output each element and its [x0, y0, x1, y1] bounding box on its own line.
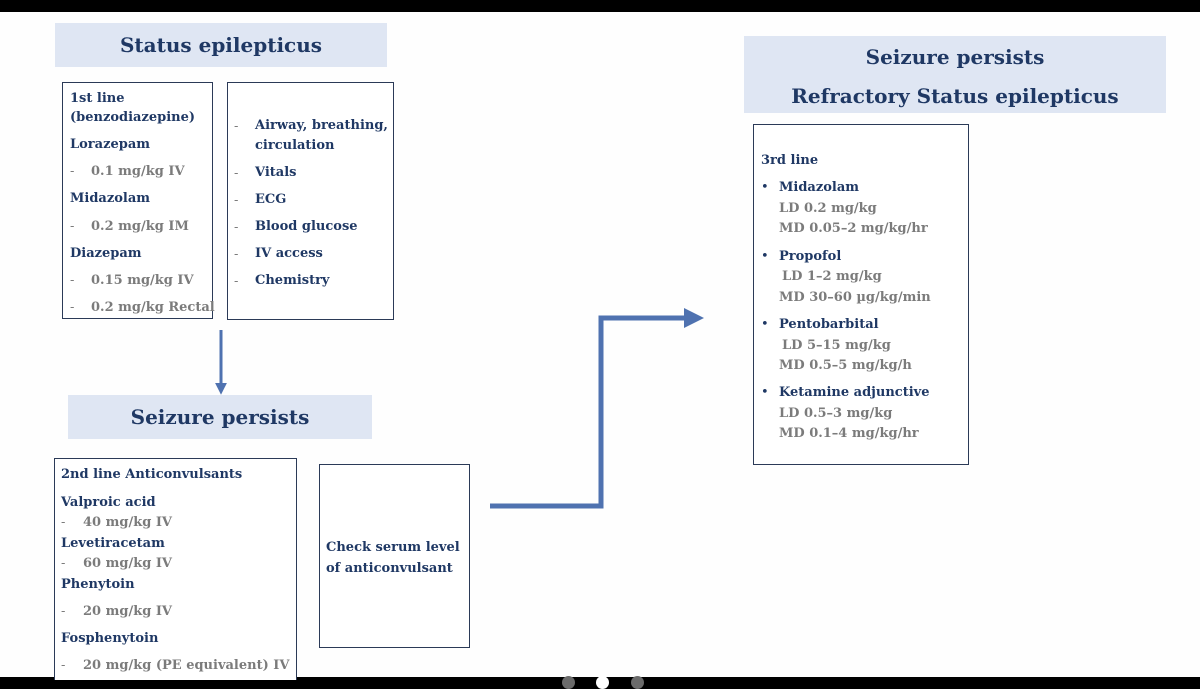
dash-marker: - — [234, 166, 239, 181]
drug-dose: 60 mg/kg IV — [83, 556, 173, 571]
bullet-marker: • — [761, 317, 769, 332]
check-serum-line-1: Check serum level — [326, 540, 460, 555]
loading-dose: LD 5–15 mg/kg — [782, 338, 891, 353]
slide-dot[interactable] — [631, 676, 644, 689]
drug-dose: 0.2 mg/kg IM — [91, 219, 189, 234]
dash-marker: - — [70, 164, 75, 179]
support-item: Blood glucose — [255, 219, 358, 234]
drug-dose: 20 mg/kg (PE equivalent) IV — [83, 658, 290, 673]
dash-marker: - — [61, 556, 66, 571]
drug-name: Ketamine adjunctive — [779, 385, 930, 400]
first-line-box: 1st line (benzodiazepine) Lorazepam - 0.… — [62, 82, 215, 319]
dash-marker: - — [234, 247, 239, 262]
arrows-layer — [215, 308, 704, 509]
dash-marker: - — [234, 119, 239, 134]
dash-marker: - — [61, 515, 66, 530]
dash-marker: - — [234, 274, 239, 289]
refractory-title-line-2: Refractory Status epilepticus — [791, 84, 1119, 108]
support-item: ECG — [255, 192, 287, 207]
check-serum-line-2: of anticonvulsant — [326, 561, 453, 576]
first-line-heading: 1st line — [70, 91, 125, 106]
drug-name: Diazepam — [70, 246, 142, 261]
seizure-persists-header: Seizure persists — [68, 395, 372, 439]
drug-dose: 20 mg/kg IV — [83, 604, 173, 619]
check-serum-box: Check serum level of anticonvulsant — [319, 464, 470, 648]
maintenance-dose: MD 0.1–4 mg/kg/hr — [779, 426, 919, 441]
slide-dot-active[interactable] — [596, 676, 609, 689]
drug-name: Lorazepam — [70, 137, 151, 152]
dash-marker: - — [61, 604, 66, 619]
bullet-marker: • — [761, 385, 769, 400]
second-line-heading: 2nd line Anticonvulsants — [61, 467, 243, 482]
supportive-care-box: - Airway, breathing, circulation - Vital… — [227, 82, 394, 320]
drug-dose: 40 mg/kg IV — [83, 515, 173, 530]
first-line-subheading: (benzodiazepine) — [70, 110, 196, 125]
support-item: Airway, breathing, — [255, 118, 388, 133]
drug-name: Midazolam — [70, 191, 151, 206]
dash-marker: - — [70, 273, 75, 288]
status-epilepticus-title: Status epilepticus — [119, 33, 323, 57]
third-line-heading: 3rd line — [761, 153, 819, 168]
dash-marker: - — [70, 300, 75, 315]
support-item: Chemistry — [255, 273, 330, 288]
maintenance-dose: MD 30–60 µg/kg/min — [779, 290, 931, 305]
third-line-box: 3rd line • Midazolam LD 0.2 mg/kg MD 0.0… — [753, 124, 969, 465]
dash-marker: - — [61, 658, 66, 673]
drug-dose: 0.2 mg/kg Rectal — [91, 300, 215, 315]
drug-name: Fosphenytoin — [61, 631, 159, 646]
bullet-marker: • — [761, 180, 769, 195]
support-item: Vitals — [255, 165, 297, 180]
support-item: IV access — [255, 246, 323, 261]
slide: Status epilepticus 1st line (benzodiazep… — [0, 12, 1200, 680]
second-line-box: 2nd line Anticonvulsants Valproic acid -… — [54, 458, 297, 680]
drug-dose: 0.1 mg/kg IV — [91, 164, 185, 179]
dash-marker: - — [234, 220, 239, 235]
seizure-persists-title: Seizure persists — [130, 405, 310, 429]
bullet-marker: • — [761, 249, 769, 264]
loading-dose: LD 1–2 mg/kg — [782, 269, 882, 284]
drug-name: Midazolam — [779, 180, 860, 195]
drug-name: Levetiracetam — [61, 536, 165, 551]
drug-dose: 0.15 mg/kg IV — [91, 273, 194, 288]
drug-name: Phenytoin — [61, 577, 135, 592]
dash-marker: - — [234, 193, 239, 208]
loading-dose: LD 0.2 mg/kg — [779, 201, 877, 216]
drug-name: Valproic acid — [61, 495, 156, 510]
status-epilepticus-header: Status epilepticus — [55, 23, 387, 67]
slide-dot[interactable] — [562, 676, 575, 689]
loading-dose: LD 0.5–3 mg/kg — [779, 406, 893, 421]
support-item: circulation — [255, 138, 335, 153]
refractory-header: Seizure persists Refractory Status epile… — [744, 36, 1166, 113]
elbow-arrow — [490, 308, 704, 509]
drug-name: Propofol — [779, 249, 842, 264]
refractory-title-line-1: Seizure persists — [865, 45, 1045, 69]
maintenance-dose: MD 0.5–5 mg/kg/h — [779, 358, 912, 373]
dash-marker: - — [70, 219, 75, 234]
maintenance-dose: MD 0.05–2 mg/kg/hr — [779, 221, 928, 236]
drug-name: Pentobarbital — [779, 317, 879, 332]
